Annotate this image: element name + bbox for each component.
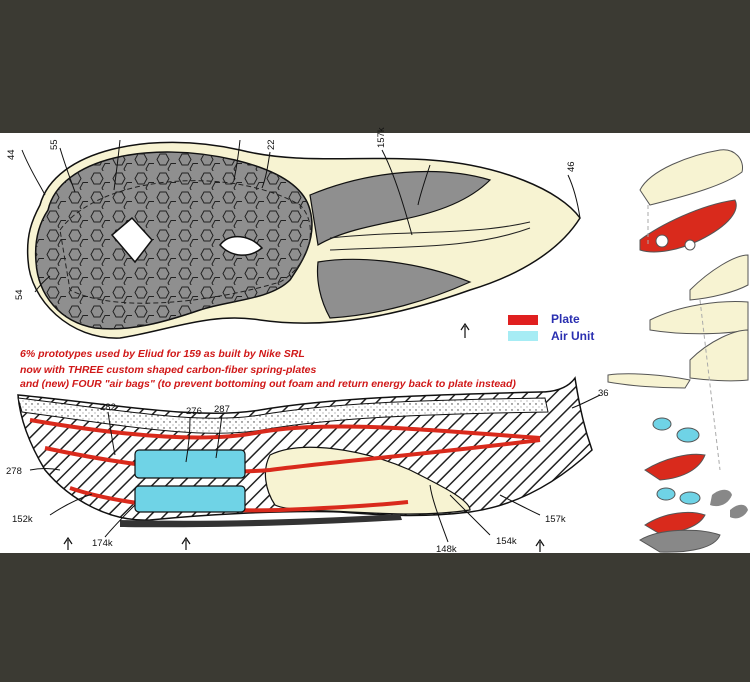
exploded-foam-layer [649,301,749,335]
exploded-outsole-pad [730,504,748,519]
carbon-plate-middle [44,438,541,474]
exploded-air-bag [676,427,700,443]
heel-traction-strip-lower [316,258,472,319]
exploded-air-bag [652,417,672,431]
exploded-air-bag [679,491,701,505]
svg-text:276: 276 [186,406,202,417]
svg-text:54: 54 [14,289,25,300]
svg-text:22: 22 [266,139,277,150]
outsole-traction-hex [35,152,312,329]
forefoot-cutout [110,216,153,264]
exploded-air-bag [684,239,696,251]
legend-swatch-air-unit [508,331,538,341]
svg-text:174k: 174k [92,538,113,549]
svg-text:44: 44 [6,149,17,160]
heel-traction-strip [309,170,492,246]
svg-text:55: 55 [49,139,60,150]
section-dotted-strip [17,397,549,434]
carbon-plate-lower [69,486,409,513]
legend-label-air-unit: Air Unit [551,329,595,343]
air-unit-lower [134,485,246,513]
exploded-red-plate-lower [644,453,706,481]
exploded-foam-layer [689,329,749,382]
exploded-outsole-base [639,529,721,553]
carbon-plate-upper [29,418,541,440]
direction-arrows-bottom [63,536,545,552]
exploded-assembly [607,149,749,553]
annotation-line-3: and (new) FOUR "air bags" (to prevent bo… [20,378,516,390]
svg-text:157k: 157k [545,514,566,525]
exploded-guide-lines [647,205,721,471]
svg-text:278: 278 [6,466,22,477]
leader-lines-section [29,394,601,543]
svg-text:282: 282 [100,402,116,413]
plate-outline-dashed [59,180,311,304]
svg-text:287: 287 [214,404,230,415]
exploded-air-bag [655,234,669,248]
direction-arrow-up [460,322,470,338]
svg-text:46: 46 [566,161,577,172]
legend-swatch-plate [508,315,538,325]
annotation-line-1: 6% prototypes used by Eliud for 159 as b… [20,348,305,360]
annotation-line-2: now with THREE custom shaped carbon-fibe… [20,364,317,376]
legend-label-plate: Plate [551,312,580,326]
svg-text:157k: 157k [376,127,387,148]
exploded-sockliner [639,149,744,206]
midsole-cross-section: 282 276 287 278 36 152k 174k 148k 154k 1… [6,376,609,555]
section-outsole-strip [120,514,402,528]
exploded-foam-layer [607,373,691,389]
exploded-foam-layer [689,254,749,301]
outsole-bottom-view: 44 55 22 157k 46 54 [6,127,581,339]
leader-lines-top [21,139,581,293]
svg-text:36: 36 [598,388,609,399]
air-unit-upper [134,449,246,479]
heel-centre-lines [329,221,531,251]
svg-text:154k: 154k [496,536,517,547]
exploded-outsole-pad [710,489,732,507]
midfoot-cutout [219,236,264,256]
svg-text:148k: 148k [436,544,457,555]
svg-text:152k: 152k [12,514,33,525]
exploded-air-bag [656,487,676,501]
